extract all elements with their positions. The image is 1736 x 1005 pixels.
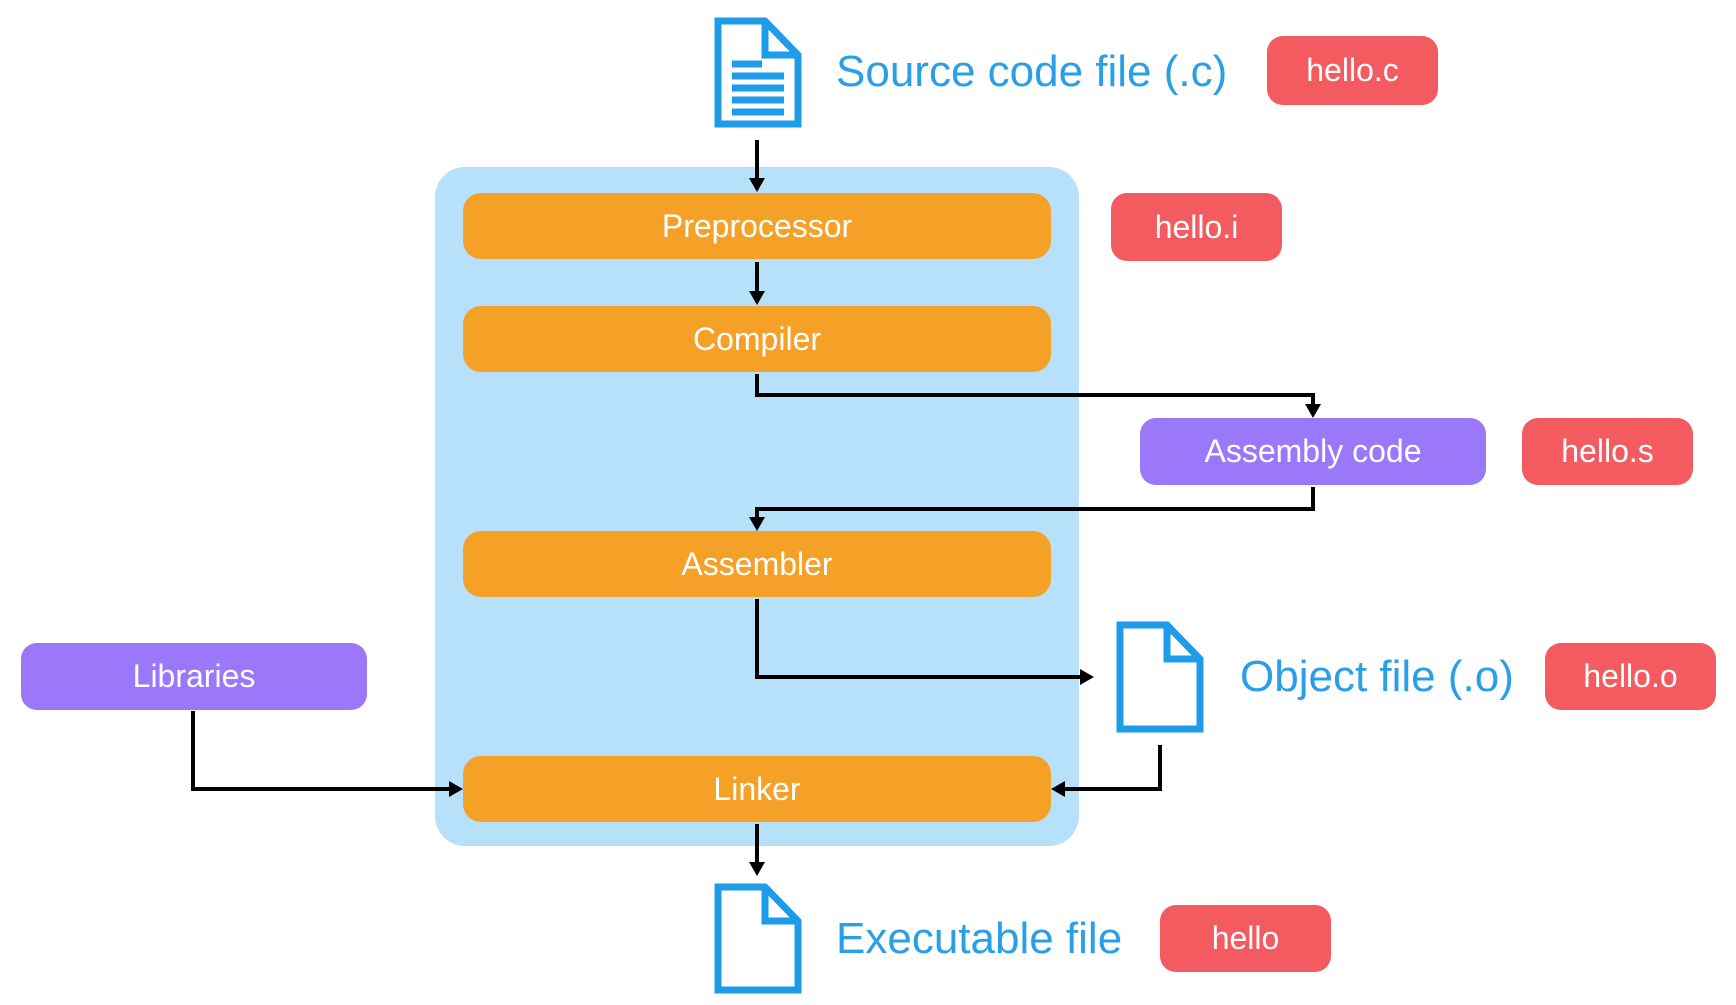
document-lines-icon: [714, 17, 802, 128]
assembly-code-label: Assembly code: [1204, 433, 1422, 469]
arrow-compiler-to-assembly: [755, 374, 1315, 404]
arrowhead-preprocessor: [749, 178, 765, 192]
assembler-stage: Assembler: [463, 531, 1051, 597]
libraries-box: Libraries: [21, 643, 367, 710]
preprocessor-label: Preprocessor: [661, 207, 853, 244]
tag-hello-s-text: hello.s: [1561, 433, 1654, 469]
arrow-assembler-to-object: [755, 599, 1080, 679]
arrowhead-compiler: [749, 291, 765, 305]
arrow-assembly-to-assembler: [755, 487, 1315, 517]
arrow-libraries-to-linker: [191, 711, 449, 791]
tag-hello-c-text: hello.c: [1306, 52, 1399, 88]
arrowhead-object: [1080, 669, 1094, 685]
libraries-label: Libraries: [132, 658, 256, 694]
tag-hello-o-text: hello.o: [1583, 658, 1678, 694]
arrowhead-linker-left: [449, 781, 463, 797]
tag-hello-o: hello.o: [1545, 643, 1716, 710]
tag-hello-i-text: hello.i: [1154, 208, 1239, 245]
object-document-icon: [1116, 621, 1204, 733]
arrowhead-linker-right: [1051, 781, 1065, 797]
assembler-label: Assembler: [681, 545, 833, 582]
executable-file-title: Executable file: [836, 914, 1123, 963]
arrowhead-assembly: [1305, 404, 1321, 418]
tag-hello-text: hello: [1211, 920, 1280, 956]
linker-stage: Linker: [463, 756, 1051, 822]
object-file-title: Object file (.o): [1240, 652, 1514, 701]
tag-hello: hello: [1160, 905, 1331, 972]
preprocessor-stage: Preprocessor: [463, 193, 1051, 259]
tag-hello-c: hello.c: [1267, 36, 1438, 105]
arrowhead-executable: [749, 862, 765, 876]
linker-label: Linker: [713, 770, 801, 807]
source-file-title: Source code file (.c): [836, 47, 1228, 96]
tag-hello-s: hello.s: [1522, 418, 1693, 485]
compiler-label: Compiler: [692, 320, 822, 357]
tag-hello-i: hello.i: [1111, 193, 1282, 261]
assembly-code-box: Assembly code: [1140, 418, 1486, 485]
arrowhead-assembler: [749, 517, 765, 531]
executable-document-icon: [714, 883, 802, 994]
compiler-stage: Compiler: [463, 306, 1051, 372]
arrow-object-to-linker: [1065, 745, 1162, 791]
